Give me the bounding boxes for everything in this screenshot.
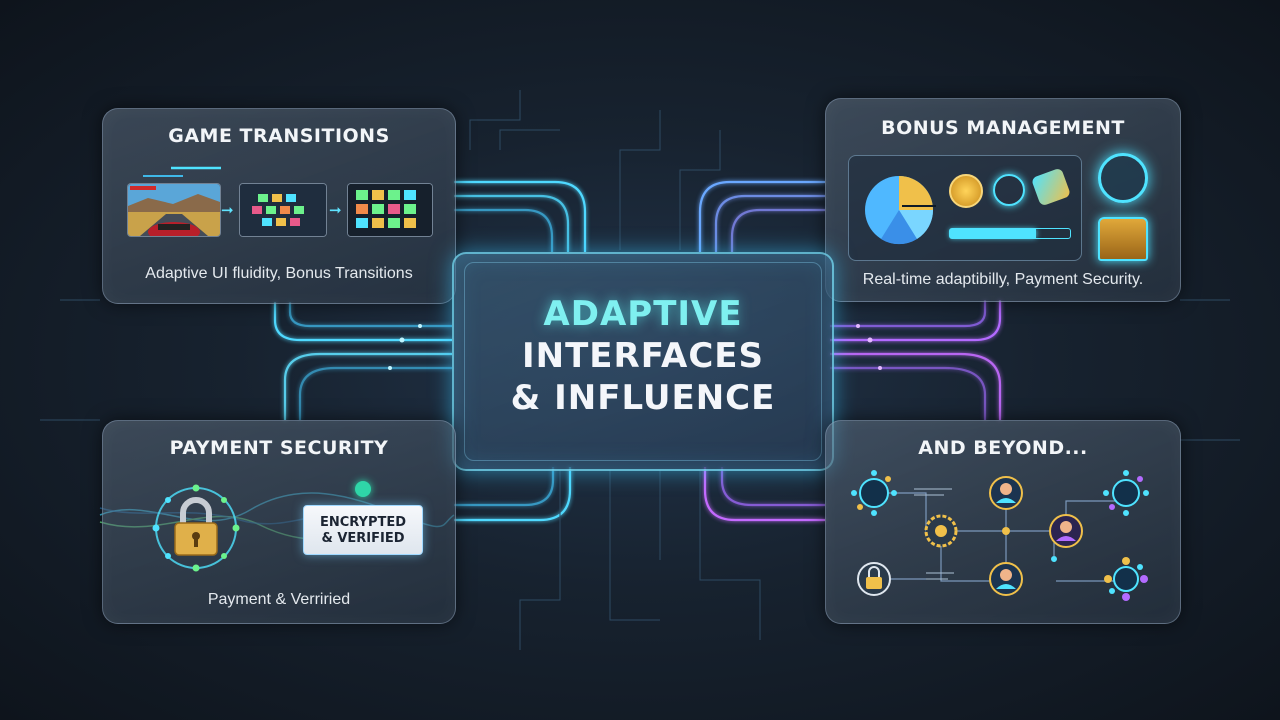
center-inner-frame: [464, 262, 822, 461]
arrow-right-icon: ➞: [221, 202, 234, 219]
padlock-icon: [152, 484, 240, 572]
security-lock-icon: [1098, 153, 1148, 203]
game-grid-thumbnail: [347, 183, 433, 237]
payment-security-caption: Payment & Verriried: [207, 591, 351, 608]
tiles-menu-thumbnail: [239, 183, 327, 237]
gear-shield-icon: [993, 174, 1025, 206]
center-title-line-3: & INFLUENCE: [510, 378, 776, 418]
and-beyond-panel: AND BEYOND...: [825, 420, 1181, 624]
bonus-management-panel: BONUS MANAGEMENT Real-time adaptibilly, …: [825, 98, 1181, 302]
dashboard-card: [848, 155, 1082, 261]
progress-accent-lines: [143, 166, 221, 177]
badge-line-1: ENCRYPTED: [319, 515, 407, 530]
token-icon: [1030, 167, 1072, 207]
center-title-line-2: INTERFACES: [521, 336, 764, 376]
network-diagram: [851, 470, 1149, 601]
arrow-right-icon: ➞: [329, 202, 342, 219]
badge-line-2: & VERIFIED: [321, 531, 405, 546]
and-beyond-title: AND BEYOND...: [918, 437, 1088, 459]
progress-bar-fill: [950, 229, 1037, 238]
center-title-panel: ADAPTIVE INTERFACES & INFLUENCE: [452, 252, 834, 471]
game-transitions-caption: Adaptive UI fluidity, Bonus Transitions: [145, 265, 413, 282]
center-title-line-1: ADAPTIVE: [543, 294, 743, 334]
payment-security-panel: PAYMENT SECURITY ENCRYPTED & VERIFIED Pa…: [102, 420, 456, 624]
treasure-chest-icon: [1098, 217, 1148, 261]
game-transitions-panel: GAME TRANSITIONS ➞ ➞: [102, 108, 456, 304]
encrypted-verified-badge: ENCRYPTED & VERIFIED: [303, 505, 423, 555]
bonus-management-caption: Real-time adaptibilly, Payment Security.: [862, 271, 1144, 288]
shield-badge-icon: [355, 481, 371, 497]
bonus-management-title: BONUS MANAGEMENT: [881, 117, 1125, 139]
pie-chart-icon: [865, 176, 936, 245]
racing-game-thumbnail: [127, 183, 221, 237]
payment-security-title: PAYMENT SECURITY: [169, 437, 389, 459]
coin-icon: [949, 174, 983, 208]
hub-left-icon: [851, 470, 897, 516]
progress-bar: [949, 228, 1071, 239]
game-transitions-title: GAME TRANSITIONS: [168, 125, 390, 147]
